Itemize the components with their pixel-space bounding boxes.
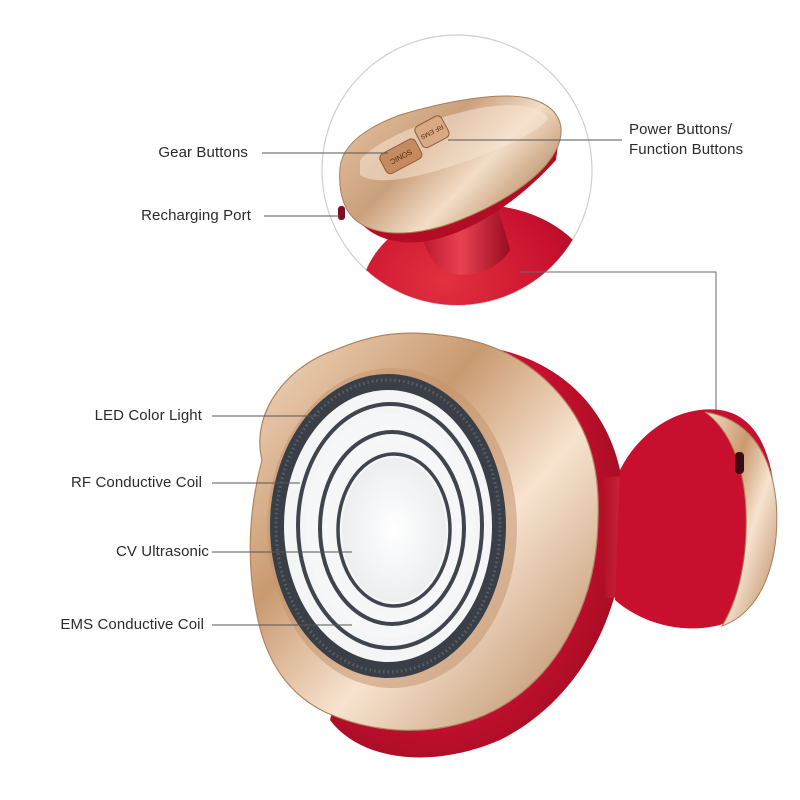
main-device xyxy=(249,332,778,758)
label-ems-conductive-coil: EMS Conductive Coil xyxy=(60,616,204,633)
cv-ultrasonic-plate xyxy=(336,452,452,608)
label-led-color-light: LED Color Light xyxy=(94,407,202,424)
label-gear-buttons: Gear Buttons xyxy=(158,144,248,161)
zoom-connector-line xyxy=(520,271,717,415)
label-power-buttons-line2: Function Buttons xyxy=(629,141,744,158)
rf-conductive-coil xyxy=(296,402,484,650)
label-power-buttons: Power Buttons/ Function Buttons xyxy=(629,120,743,160)
leader-lines xyxy=(212,139,622,626)
zoom-detail: SONIC RF EMS xyxy=(321,34,593,306)
back-recharging-port xyxy=(735,452,744,474)
label-rf-conductive-coil: RF Conductive Coil xyxy=(70,474,202,491)
gear-button xyxy=(379,138,423,175)
power-button xyxy=(414,115,450,149)
ems-conductive-coil xyxy=(318,430,466,626)
recharging-port xyxy=(338,206,345,220)
label-cv-ultrasonic: CV Ultrasonic xyxy=(116,543,209,560)
label-recharging-port: Recharging Port xyxy=(141,207,251,224)
label-power-buttons-line1: Power Buttons/ xyxy=(629,121,733,138)
back-cap-gold xyxy=(704,411,778,627)
zoom-red-body xyxy=(360,205,592,305)
